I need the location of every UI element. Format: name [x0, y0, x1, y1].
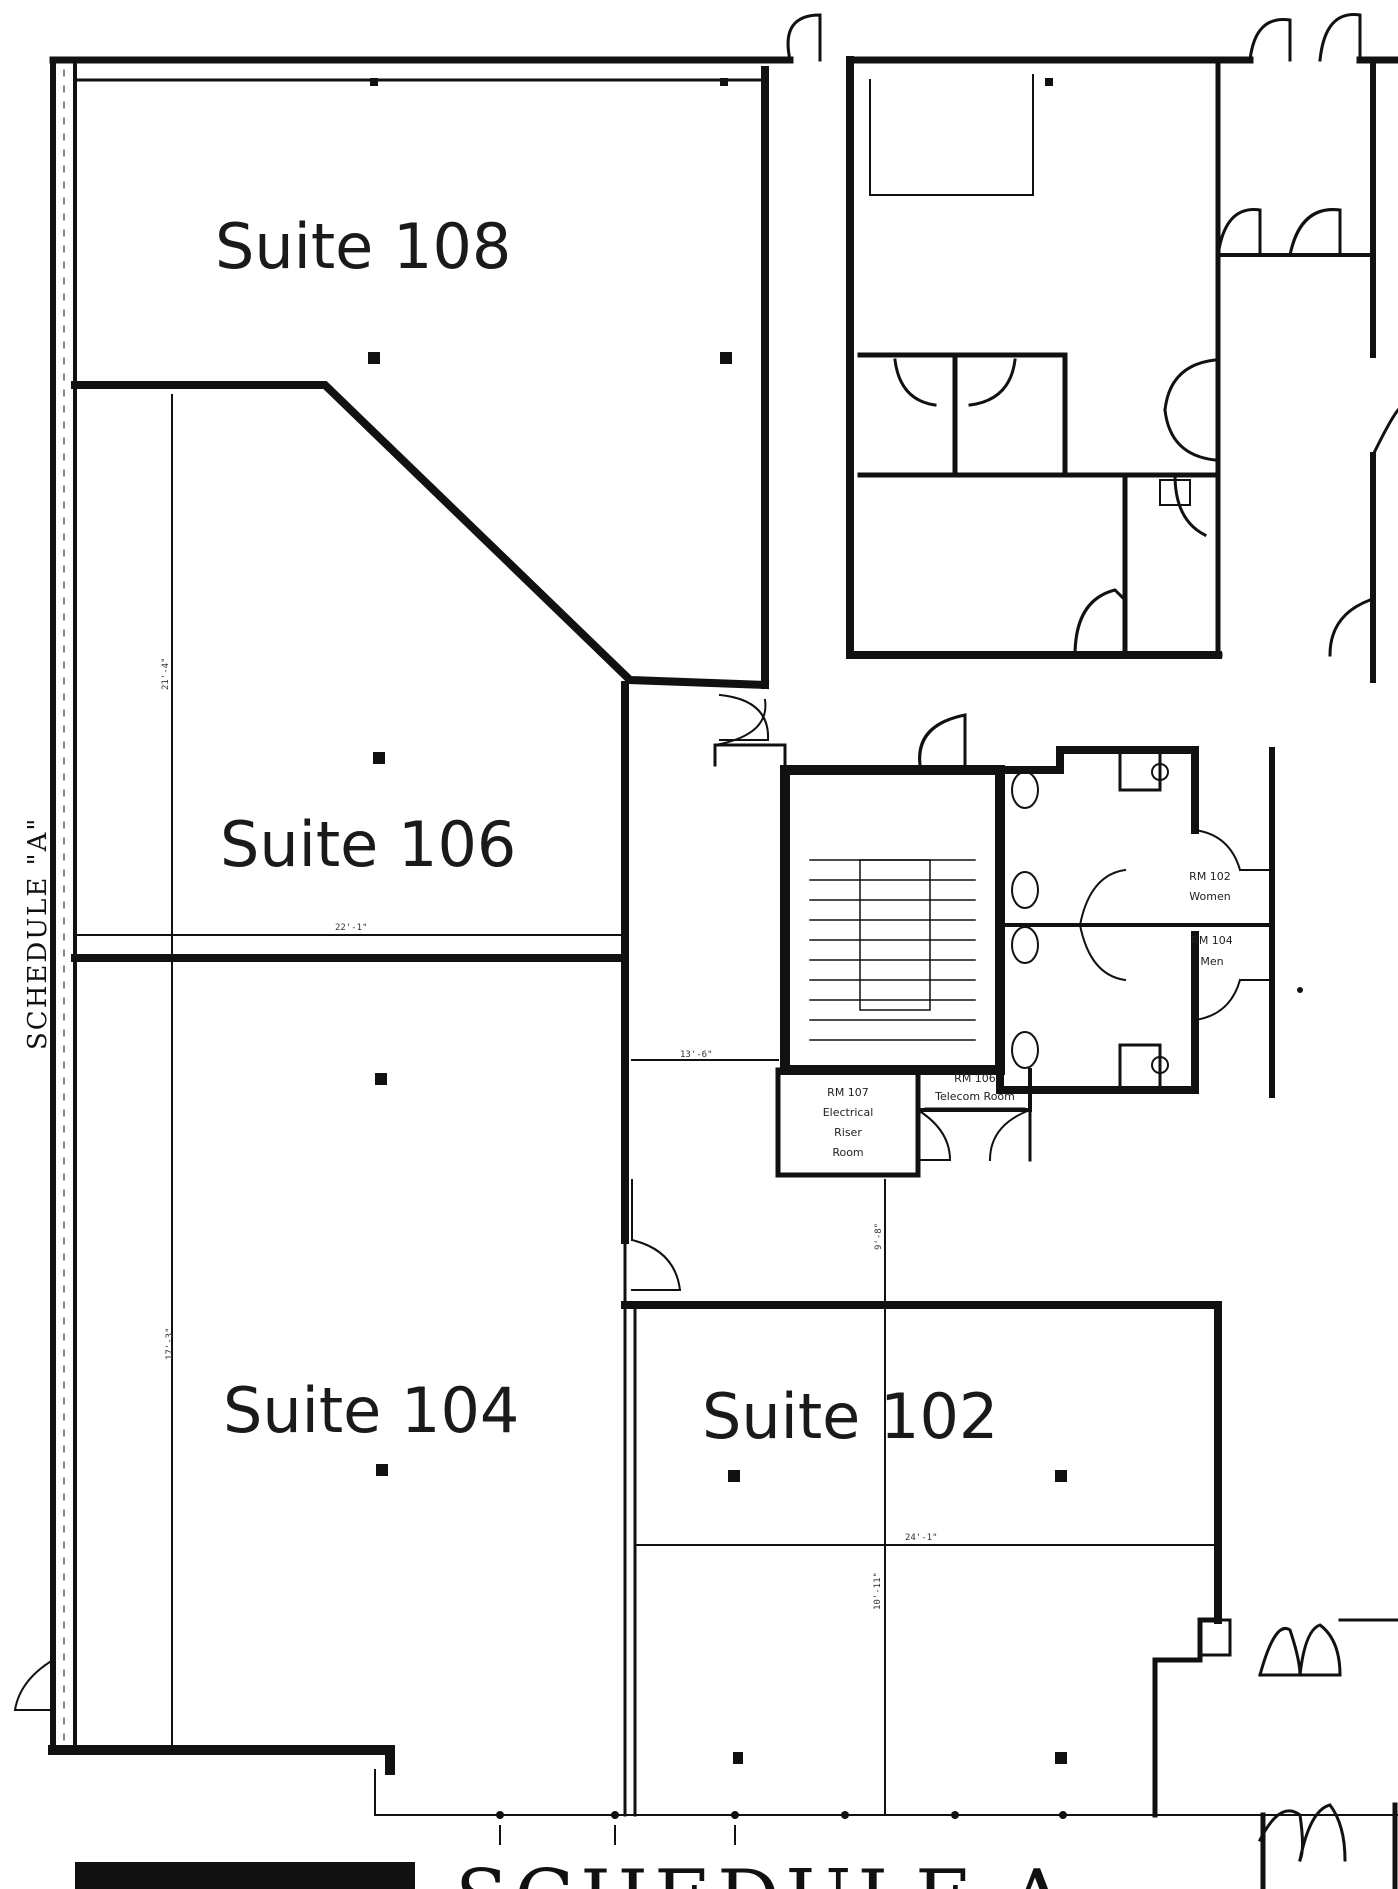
bottom-title: SCHEDULE A [455, 1854, 1071, 1889]
suite-106-104-partition [71, 934, 629, 962]
svg-text:RM 104: RM 104 [1191, 934, 1233, 947]
exterior-north-wall [49, 56, 1398, 82]
svg-text:RM 107: RM 107 [827, 1086, 869, 1099]
suite-108-106-partition [71, 381, 770, 690]
svg-text:RM 102: RM 102 [1189, 870, 1231, 883]
bottom-ticks [499, 1825, 736, 1845]
schedule-side-label: SCHEDULE "A" [23, 817, 53, 1050]
svg-text:9'-8": 9'-8" [874, 1223, 884, 1250]
structural-columns [368, 78, 1303, 1819]
ne-sink [1159, 479, 1191, 506]
svg-text:Men: Men [1200, 955, 1223, 968]
svg-text:17'-3": 17'-3" [165, 1327, 175, 1360]
svg-text:13'-6": 13'-6" [680, 1050, 713, 1060]
southeast-walls [1152, 1617, 1221, 1818]
svg-text:Room: Room [832, 1146, 863, 1159]
dimension-labels: 22'-1" 21'-4" 17'-3" 13'-6" 9'-8" 24'-1"… [161, 657, 938, 1610]
svg-text:22'-1": 22'-1" [335, 923, 368, 933]
corridor-door-swing [630, 1238, 682, 1291]
suite-106-door-swing [718, 693, 770, 741]
northeast-rooms [846, 56, 1376, 683]
bottom-title-bar: SCHEDULE A [75, 1854, 1071, 1889]
electrical-telecom-rooms [775, 1067, 1032, 1178]
stair-core [713, 698, 1005, 1075]
room-labels: RM 102 Women RM 104 Men RM 107 Electrica… [823, 870, 1233, 1159]
svg-text:10'-11": 10'-11" [873, 1572, 883, 1610]
suite-102-walls [621, 1179, 1222, 1817]
suite-104-label: Suite 104 [223, 1374, 519, 1447]
exterior-west-wall [50, 57, 77, 1753]
svg-text:Women: Women [1189, 890, 1230, 903]
suite-106-label: Suite 106 [220, 808, 516, 881]
svg-text:Riser: Riser [834, 1126, 862, 1139]
svg-text:24'-1": 24'-1" [905, 1533, 938, 1543]
northeast-door-swings [786, 13, 1398, 657]
suite-104-south-wall [48, 1745, 395, 1775]
svg-text:RM 106: RM 106 [954, 1072, 996, 1085]
svg-text:Electrical: Electrical [823, 1106, 874, 1119]
west-door-swing [13, 1658, 55, 1712]
southeast-double-door [1258, 1618, 1398, 1677]
svg-text:Telecom Room: Telecom Room [934, 1090, 1015, 1103]
suite-108-label: Suite 108 [215, 210, 511, 283]
suite-102-label: Suite 102 [702, 1380, 998, 1453]
restrooms [996, 746, 1275, 1098]
svg-text:21'-4": 21'-4" [161, 657, 171, 690]
